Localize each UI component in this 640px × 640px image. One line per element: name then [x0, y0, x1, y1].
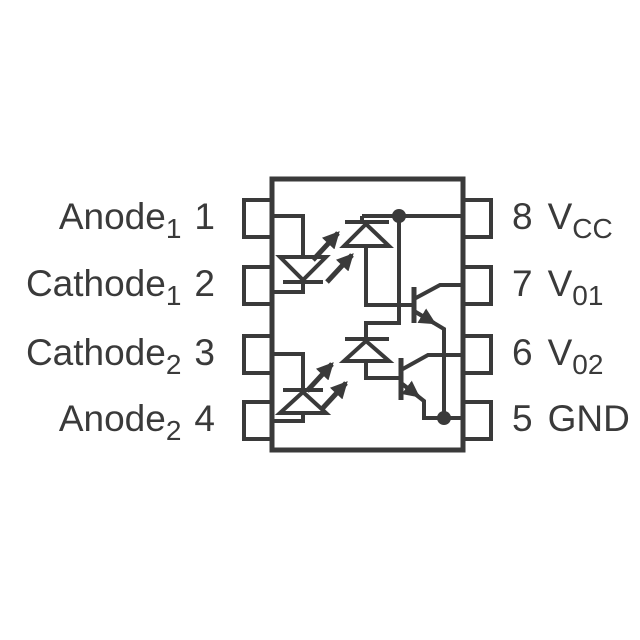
light-arrow: [311, 231, 340, 262]
pin-number: 7: [512, 263, 533, 305]
pin-name: Cathode: [25, 332, 166, 374]
pin-3-pad: [242, 334, 274, 375]
anode2-wire: [272, 413, 305, 423]
npn-transistor-icon: [398, 353, 463, 420]
emitter-diode-icon: [275, 255, 331, 284]
q2-emitter-arrow: [399, 380, 421, 398]
channel-1: [272, 209, 463, 418]
q1-emitter-arrow: [412, 308, 437, 325]
q1-emitter-wire: [412, 309, 446, 418]
pin-name-subscript: 2: [165, 415, 182, 447]
pin-8-pad: [461, 198, 493, 239]
led1-triangle: [275, 255, 331, 283]
pin-name: Cathode: [25, 263, 166, 305]
pin-name: GND: [547, 398, 630, 440]
pin-label-gnd: 5 GND: [512, 400, 630, 437]
pin-number: 4: [194, 398, 215, 440]
pin-name-subscript: 01: [572, 280, 604, 312]
q1-collector-wire: [413, 283, 463, 301]
pin-6-pad: [461, 334, 493, 375]
light-arrow: [305, 362, 334, 393]
pin-5-pad: [461, 400, 493, 441]
pin-name: Anode: [58, 398, 166, 440]
vcc-branch-wire: [364, 216, 401, 339]
pin-number: 1: [194, 196, 215, 238]
pin-number: 8: [512, 196, 533, 238]
pin-name: V: [547, 332, 573, 374]
light-arrow: [319, 381, 348, 412]
pin-4-pad: [242, 400, 274, 441]
light-emission-arrows-icon: [305, 362, 348, 412]
anode1-wire: [272, 214, 305, 257]
led2-triangle: [274, 389, 332, 415]
pin-number: 3: [194, 332, 215, 374]
pin-name: V: [547, 196, 573, 238]
pin-number: 6: [512, 332, 533, 374]
pin-2-pad: [242, 265, 274, 306]
npn-transistor-icon: [411, 283, 463, 418]
light-emission-arrows-icon: [311, 231, 354, 284]
cathode2-wire: [272, 352, 305, 390]
pin-name: Anode: [58, 196, 166, 238]
pd2-anode-to-base-wire: [364, 361, 400, 380]
ic-body-outline: [269, 176, 466, 453]
pd1-anode-to-base-wire: [364, 246, 412, 307]
pin-number: 2: [194, 263, 215, 305]
photodiode-icon: [339, 216, 394, 248]
junction-dot-icon: [437, 411, 451, 425]
pin-name-subscript: 1: [165, 213, 182, 245]
pin-name-subscript: 2: [165, 349, 182, 381]
pin-1-pad: [242, 198, 274, 239]
cathode1-wire: [272, 282, 305, 294]
q2-collector-wire: [400, 353, 463, 372]
pd1-triangle: [339, 221, 394, 248]
pin-number: 5: [512, 398, 533, 440]
pin-name-subscript: CC: [572, 213, 613, 245]
photodiode-icon: [338, 337, 395, 363]
pin-name: V: [547, 263, 573, 305]
pin-7-pad: [461, 265, 493, 306]
channel-2: [272, 337, 463, 425]
pin-name-subscript: 02: [572, 349, 604, 381]
pin-name-subscript: 1: [165, 280, 182, 312]
light-arrow: [325, 253, 354, 284]
pd2-triangle: [338, 338, 395, 363]
emitter-diode-icon: [274, 388, 332, 415]
